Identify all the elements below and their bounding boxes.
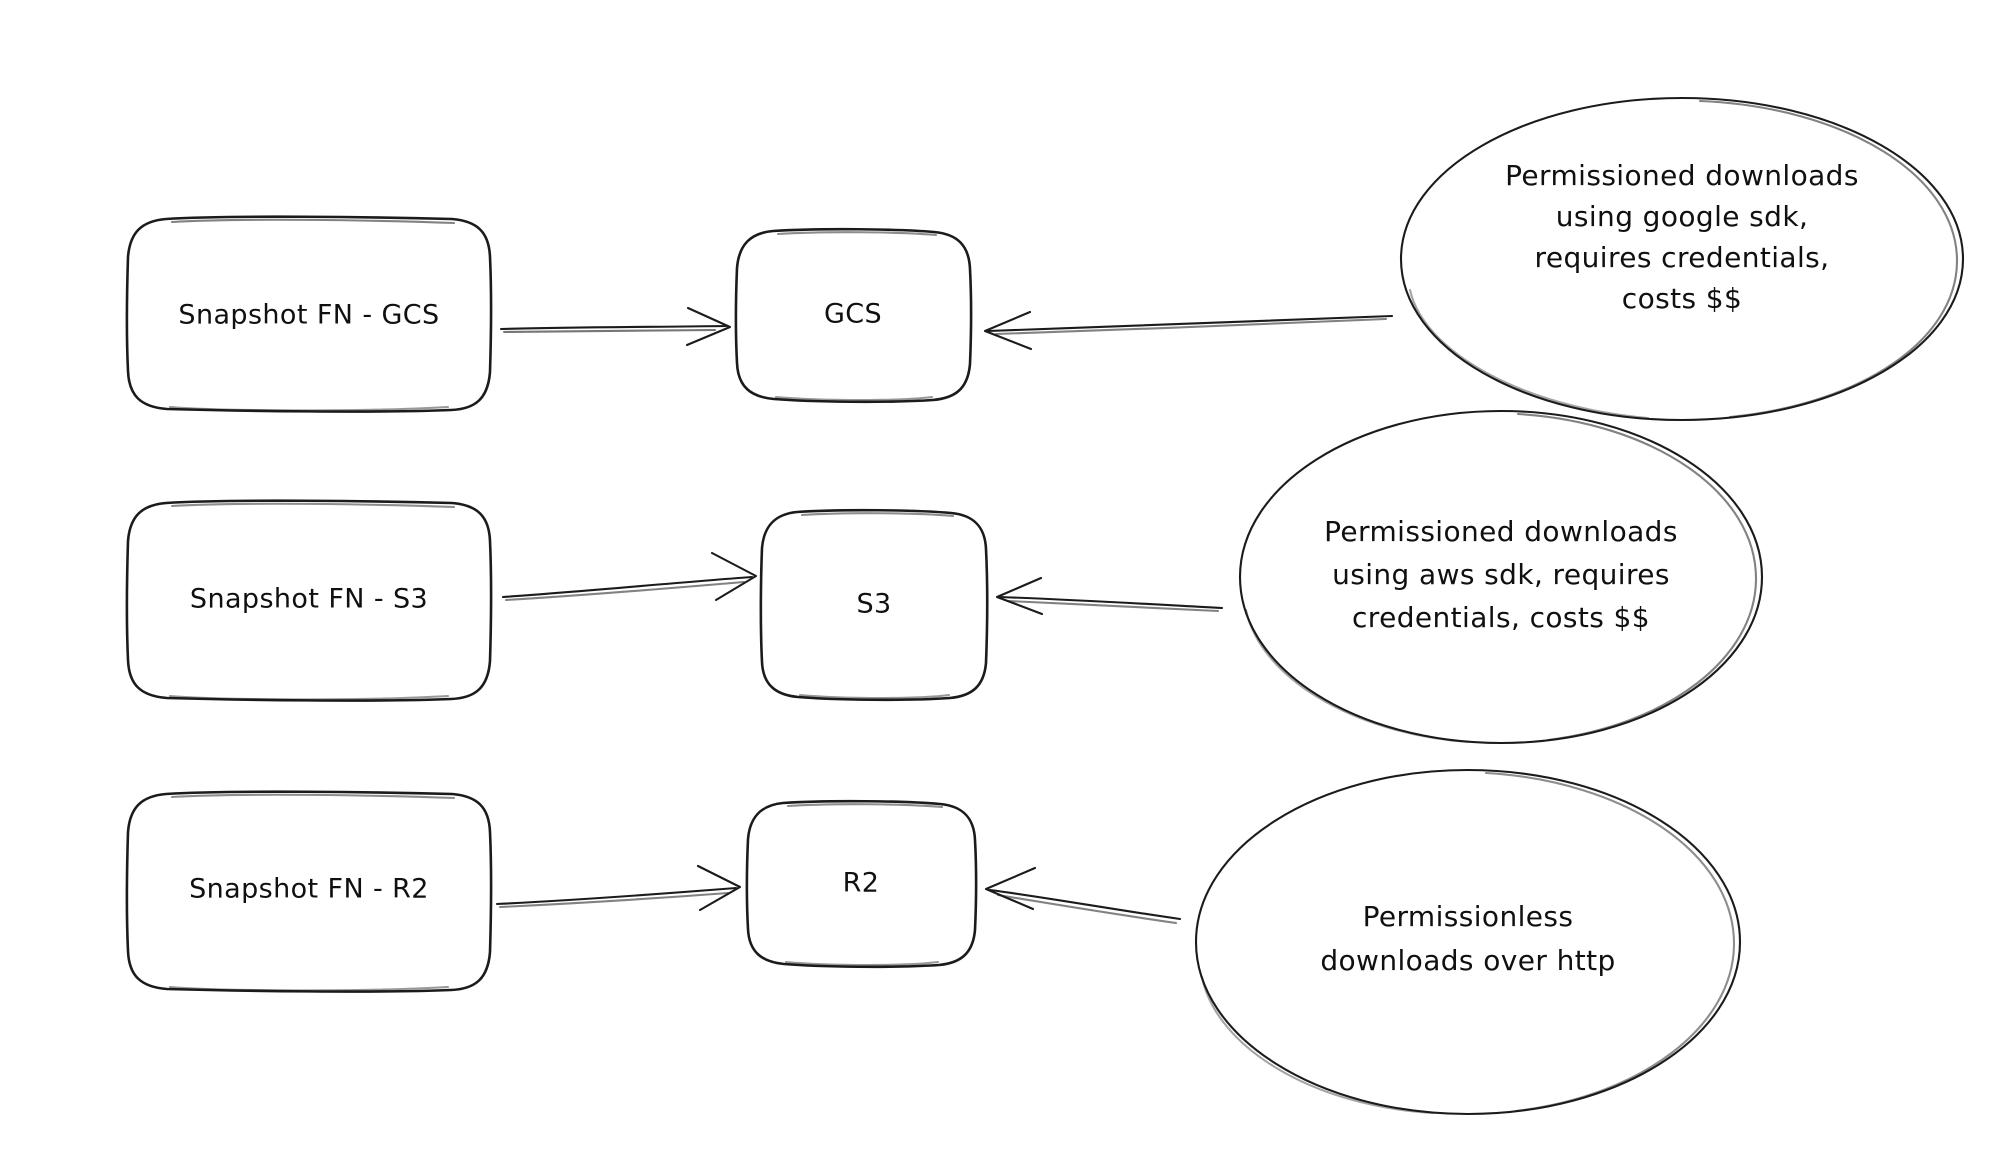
node-label-r2: R2 xyxy=(843,868,880,899)
arrow-note-http-to-r2 xyxy=(984,866,1182,925)
node-label-gcs: GCS xyxy=(824,299,882,330)
r2-row: Snapshot FN - R2 R2 xyxy=(125,768,1742,1116)
note-aws-line-1: Permissioned downloads xyxy=(1324,515,1678,548)
node-label-snapshot-fn-r2: Snapshot FN - R2 xyxy=(189,874,429,905)
node-label-snapshot-fn-gcs: Snapshot FN - GCS xyxy=(178,300,439,331)
arrow-note-google-to-gcs xyxy=(983,310,1394,351)
note-aws-sdk[interactable]: Permissioned downloads using aws sdk, re… xyxy=(1238,409,1764,745)
note-aws-line-3: credentials, costs $$ xyxy=(1352,601,1650,634)
node-snapshot-fn-gcs[interactable]: Snapshot FN - GCS xyxy=(125,215,493,413)
note-permissionless-http[interactable]: Permissionless downloads over http xyxy=(1194,768,1742,1116)
gcs-row: Snapshot FN - GCS GCS xyxy=(125,96,1965,422)
node-r2[interactable]: R2 xyxy=(745,799,978,969)
s3-row: Snapshot FN - S3 S3 xyxy=(125,409,1764,745)
node-s3[interactable]: S3 xyxy=(759,508,989,702)
arrow-note-aws-to-s3 xyxy=(995,576,1224,616)
note-aws-line-2: using aws sdk, requires xyxy=(1332,558,1670,591)
note-google-line-3: requires credentials, xyxy=(1535,241,1830,274)
arrow-snapshot-fn-s3-to-s3 xyxy=(501,551,758,602)
note-http-line-2: downloads over http xyxy=(1320,944,1615,977)
node-gcs[interactable]: GCS xyxy=(734,227,973,404)
note-google-line-2: using google sdk, xyxy=(1556,200,1809,233)
note-google-line-4: costs $$ xyxy=(1622,282,1742,315)
note-google-line-1: Permissioned downloads xyxy=(1505,159,1859,192)
arrow-snapshot-fn-r2-to-r2 xyxy=(495,864,742,912)
note-google-sdk[interactable]: Permissioned downloads using google sdk,… xyxy=(1399,96,1965,422)
node-label-s3: S3 xyxy=(856,589,891,620)
node-snapshot-fn-r2[interactable]: Snapshot FN - R2 xyxy=(125,790,493,993)
note-http-line-1: Permissionless xyxy=(1363,900,1574,933)
arrow-snapshot-fn-gcs-to-gcs xyxy=(499,306,732,347)
node-label-snapshot-fn-s3: Snapshot FN - S3 xyxy=(190,584,428,615)
node-snapshot-fn-s3[interactable]: Snapshot FN - S3 xyxy=(125,499,493,702)
